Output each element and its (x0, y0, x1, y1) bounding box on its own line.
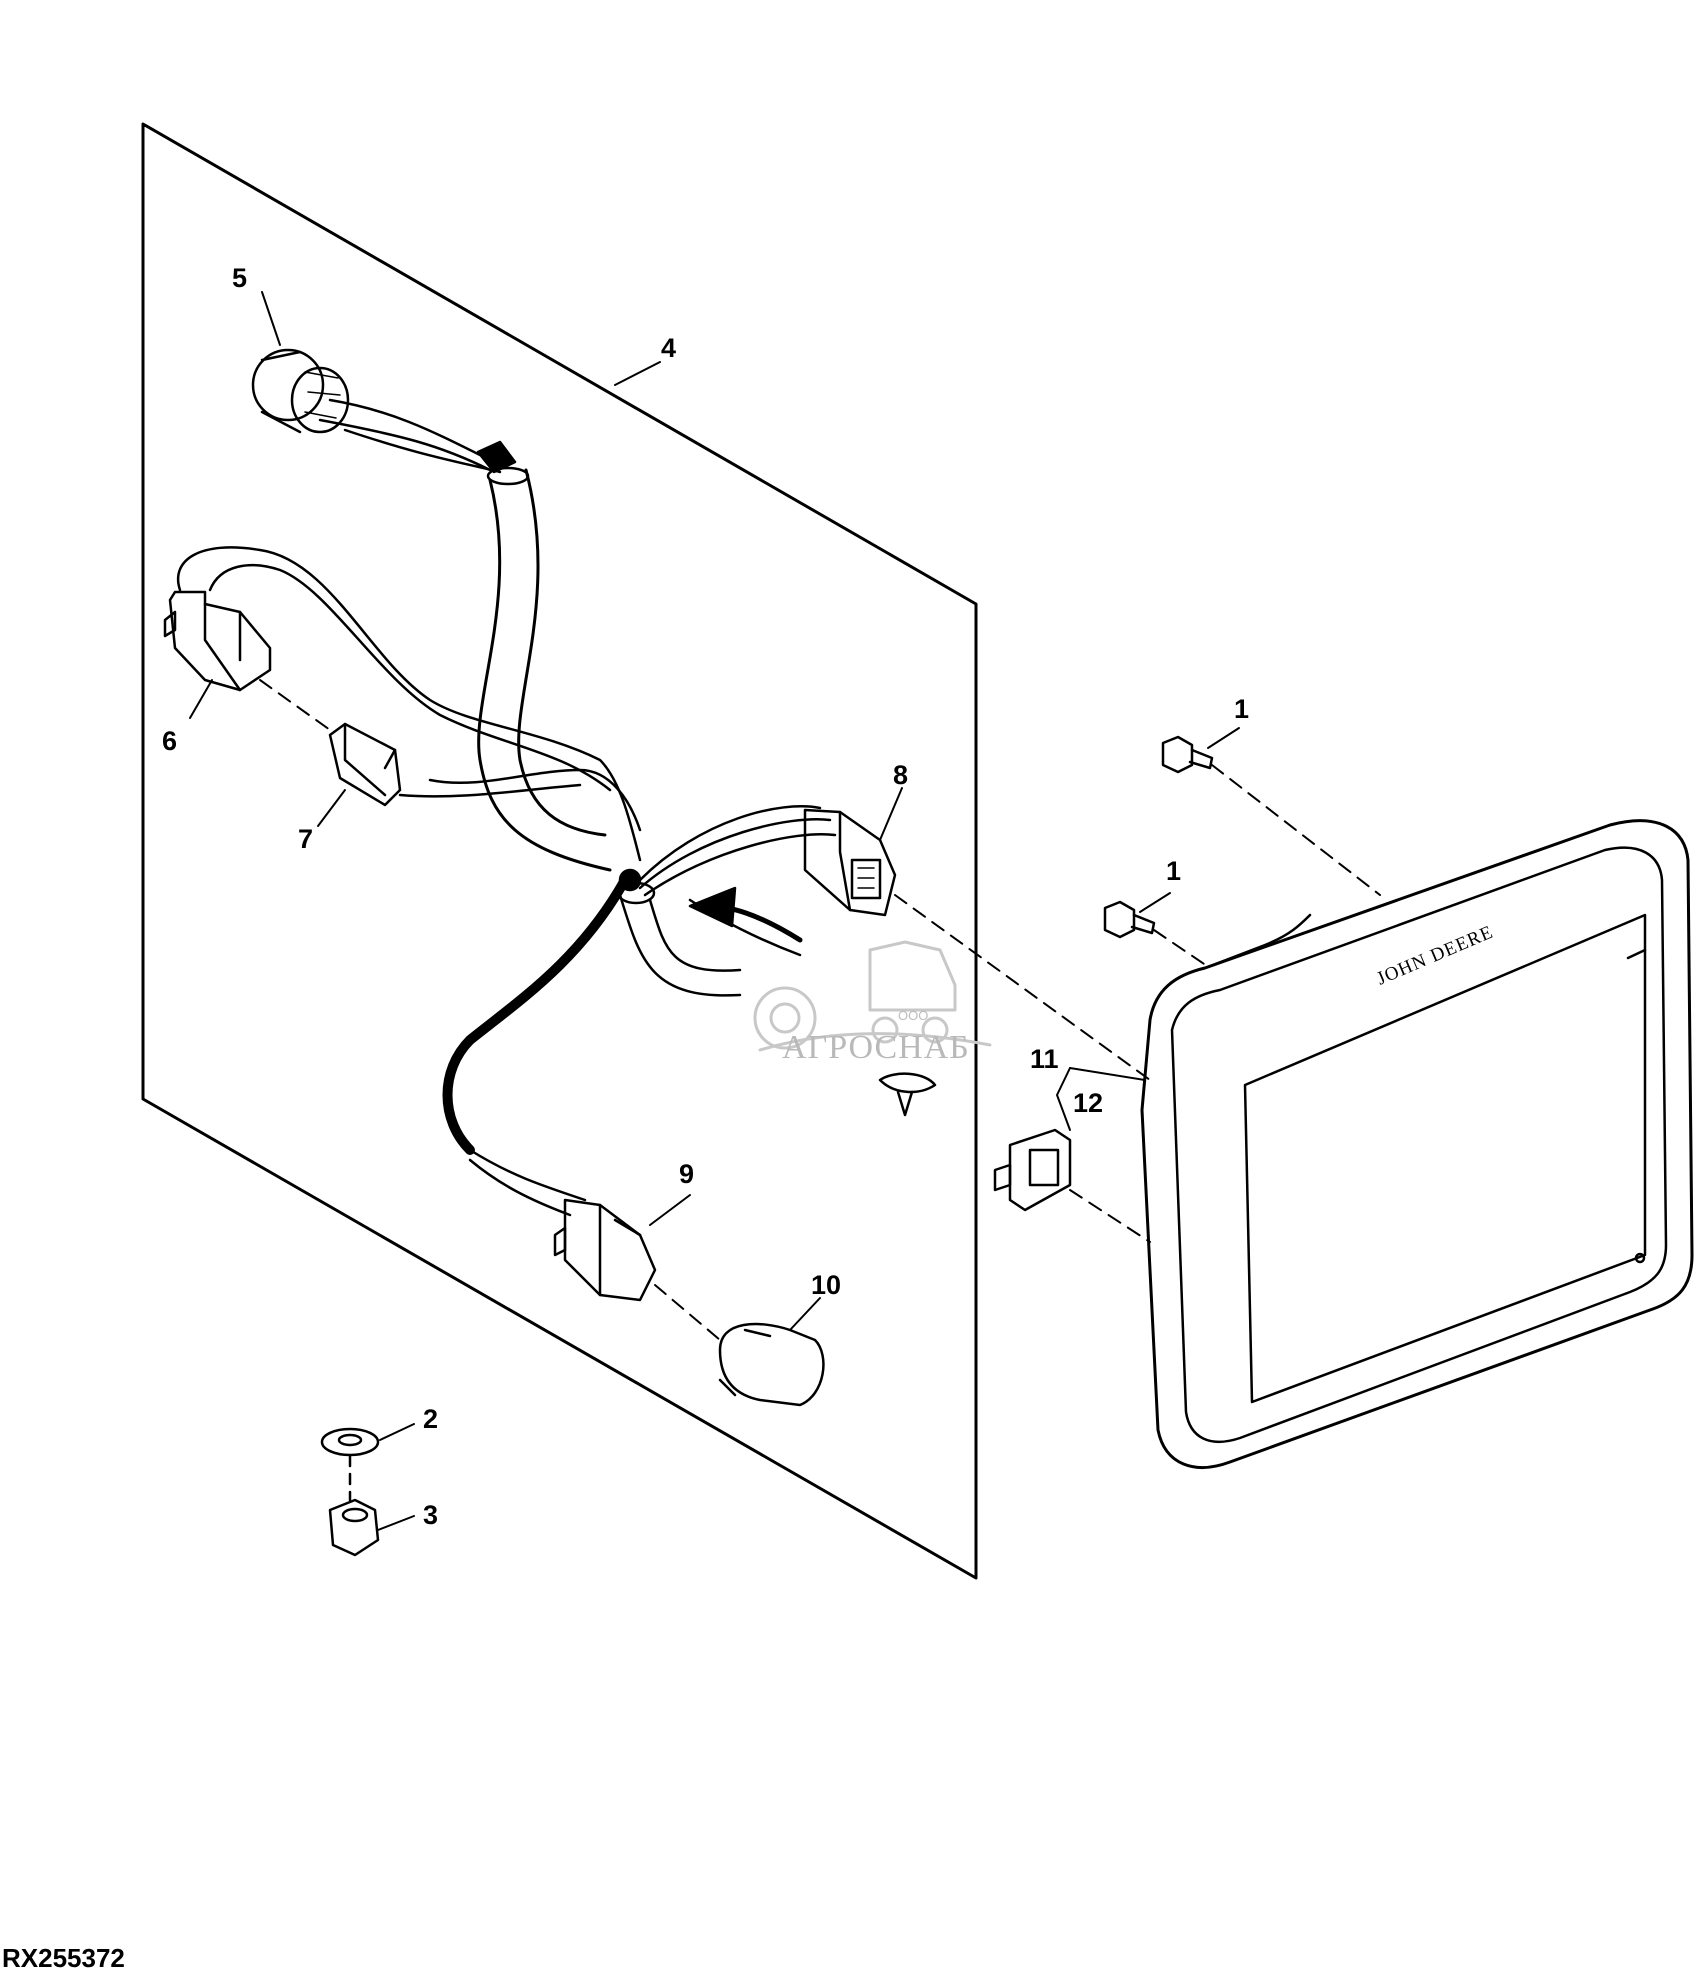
watermark-logo (753, 940, 992, 1052)
callout-12: 12 (1073, 1088, 1103, 1118)
callout-1-upper: 1 (1234, 694, 1249, 724)
wiring-harness (177, 398, 837, 1217)
assembly-direction-arrow (688, 886, 803, 957)
connector-9 (553, 1198, 657, 1302)
leader-lines (189, 291, 1240, 1531)
callout-11: 11 (1030, 1044, 1059, 1074)
figure-id: RX255372 (2, 1943, 125, 1973)
washer-2 (320, 1427, 380, 1457)
callout-4: 4 (661, 333, 676, 363)
callout-5: 5 (232, 263, 247, 293)
watermark-prefix: ООО (898, 1008, 928, 1023)
nut-3 (328, 1498, 380, 1557)
watermark-text: АГРОСНАБ (782, 1029, 970, 1066)
screw-1-lower (1103, 900, 1156, 939)
callout-9: 9 (679, 1159, 694, 1189)
harness-main-sheath (477, 478, 612, 872)
cap-10 (718, 1322, 825, 1407)
connector-8 (803, 808, 897, 917)
display-screen (1243, 913, 1647, 1404)
callout-1-lower: 1 (1166, 856, 1181, 886)
callout-2: 2 (423, 1404, 438, 1434)
display-brand-label: JOHN DEERE (1374, 922, 1497, 990)
display-unit-11 (1140, 819, 1694, 1469)
harness-lower-branch (442, 875, 630, 1155)
assembly-lines (259, 679, 1381, 1341)
connector-7 (328, 722, 402, 807)
harness-clip (878, 1072, 937, 1117)
callout-6: 6 (162, 726, 177, 756)
plug-12 (993, 1128, 1072, 1212)
connector-5-round (251, 348, 350, 434)
callout-3: 3 (423, 1500, 438, 1530)
mounting-panel (141, 122, 978, 1580)
callout-10: 10 (811, 1270, 841, 1300)
connector-6 (163, 590, 272, 692)
screw-1-upper (1161, 735, 1214, 774)
callout-7: 7 (298, 824, 313, 854)
callout-8: 8 (893, 760, 908, 790)
